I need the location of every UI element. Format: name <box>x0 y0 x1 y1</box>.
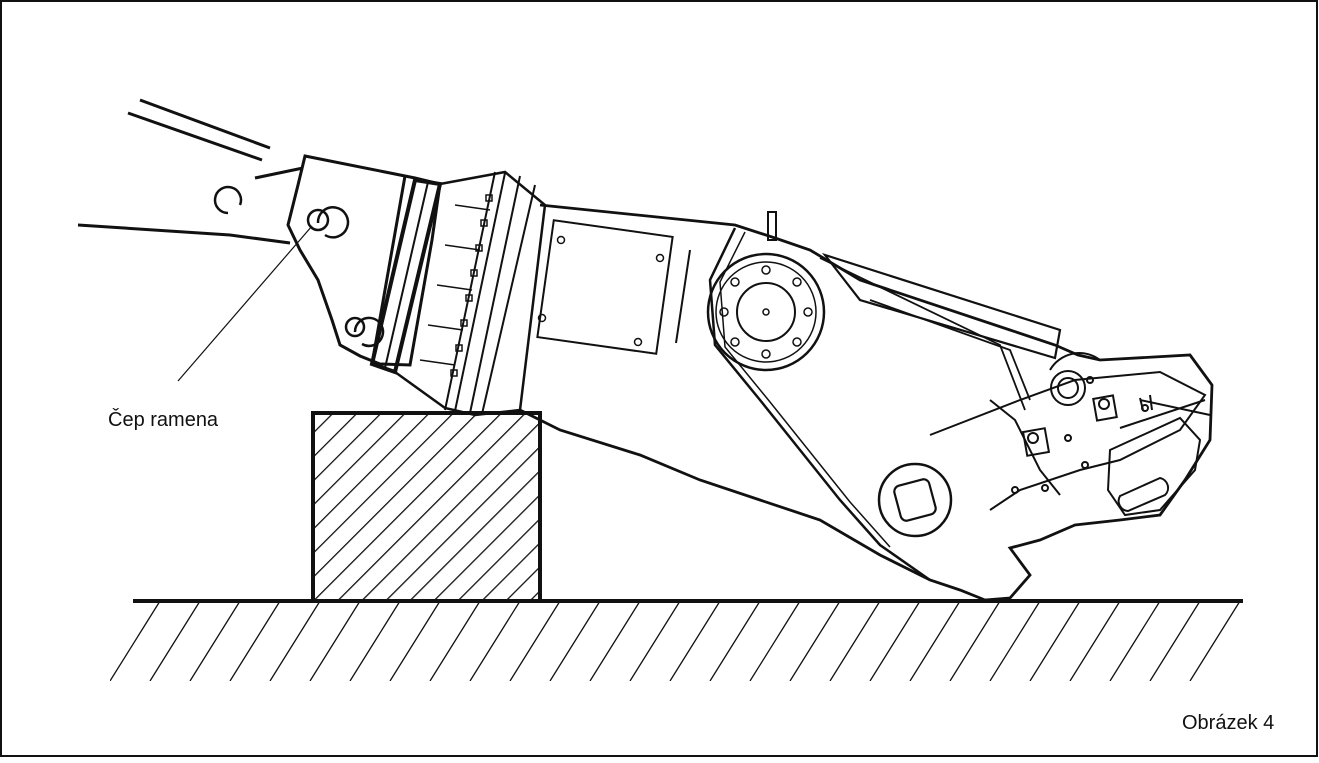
lower-pin <box>877 462 953 538</box>
figure-caption: Obrázek 4 <box>1182 712 1275 734</box>
callout-leader <box>177 225 313 382</box>
rotation-flange <box>369 170 547 417</box>
jaw-tip <box>929 352 1211 517</box>
pivot-hub <box>706 252 826 372</box>
ground-surface <box>110 599 1243 681</box>
arm-pin-hole <box>306 208 330 232</box>
cover-plate <box>536 219 674 355</box>
excavator-arm <box>77 98 304 245</box>
arm-bracket <box>286 154 442 367</box>
arm-pin-upper <box>316 206 350 239</box>
shear-body <box>519 203 1214 602</box>
support-block <box>311 411 542 603</box>
arm-pin-callout-label: Čep ramena <box>108 409 219 431</box>
